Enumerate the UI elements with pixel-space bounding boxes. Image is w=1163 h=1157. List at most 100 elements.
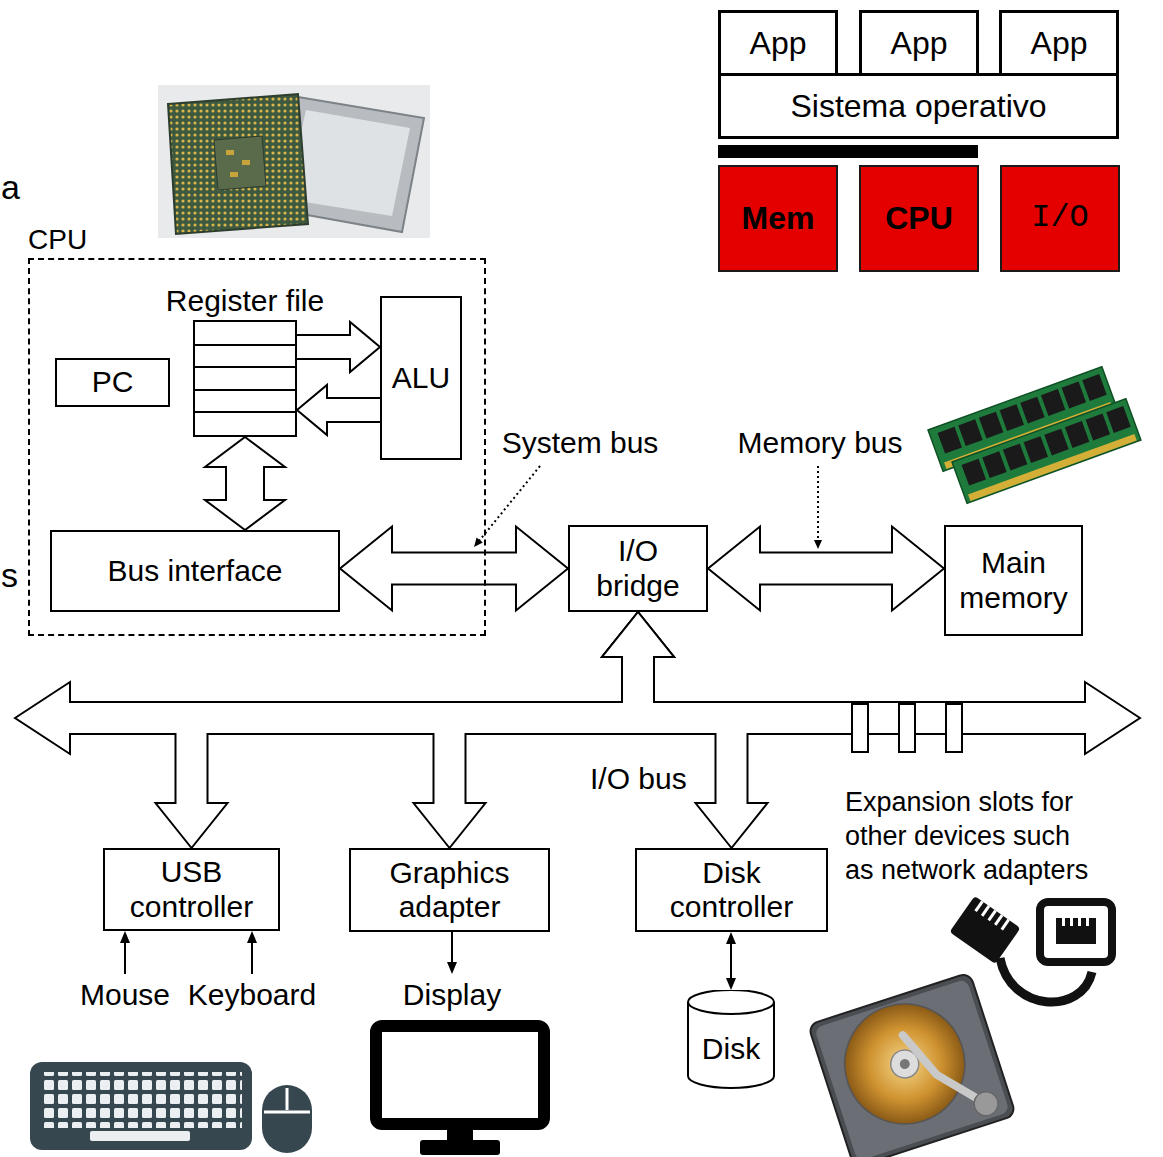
expansion-slot	[852, 704, 868, 752]
expansion-slot	[899, 704, 915, 752]
ram-stick	[952, 399, 1141, 504]
leader-line	[817, 466, 819, 540]
node-label: Mem	[742, 200, 815, 237]
leader-head	[474, 538, 483, 548]
bus-arrow	[297, 385, 380, 435]
cpu-boundary: CPURegister filePCALUBus interface	[28, 258, 486, 636]
cropped-text: s	[1, 556, 18, 595]
ram-chip	[1041, 389, 1065, 416]
ram-chip	[1106, 406, 1130, 433]
signal-arrow	[247, 931, 257, 974]
ram-chip	[1003, 444, 1027, 471]
arrow-head	[602, 612, 674, 657]
arrow-head	[205, 437, 285, 467]
register-row	[195, 344, 295, 346]
ram-chip	[938, 427, 962, 454]
arrow-line	[124, 942, 126, 974]
arrow-fill	[324, 399, 380, 421]
layer-box: Sistema operativo	[718, 73, 1119, 139]
layer-box: App	[718, 10, 838, 76]
ram-photo	[928, 367, 1141, 504]
layer-box: App	[999, 10, 1119, 76]
arm-pivot	[971, 1089, 1001, 1119]
arrow-fill	[757, 554, 895, 584]
node-label: Display	[403, 978, 501, 1013]
cylinder-body	[688, 990, 774, 1088]
monitor-screen	[376, 1026, 544, 1124]
arrow-head	[414, 803, 486, 848]
bus-label: Memory bus	[737, 426, 902, 461]
register-row	[195, 411, 295, 413]
arrow-line	[251, 942, 253, 974]
photo-ground	[158, 85, 430, 238]
component-box: Main memory	[944, 525, 1083, 636]
arrow-head	[247, 931, 257, 943]
ram-chip	[1065, 421, 1089, 448]
device-label: Mouse	[78, 978, 172, 1013]
arrow-head	[120, 931, 130, 943]
device-label: Display	[401, 978, 503, 1013]
ram-board	[952, 399, 1141, 504]
node-label: Mouse	[80, 978, 170, 1013]
arrow-head	[602, 612, 674, 657]
signal-arrow	[726, 932, 736, 990]
component-box: ALU	[380, 296, 462, 460]
arrow-head	[447, 962, 457, 974]
arrow-fill	[389, 554, 519, 584]
node-label: Main memory	[952, 546, 1075, 615]
arrow-line	[451, 932, 453, 963]
signal-arrow	[447, 932, 457, 974]
plug-body	[949, 896, 1020, 964]
chip-core	[214, 136, 266, 190]
ram-chip	[979, 412, 1003, 439]
plug-pin	[987, 910, 996, 922]
ram-chip	[1020, 397, 1044, 424]
ram-chip	[1044, 429, 1068, 456]
bus-label: System bus	[502, 426, 659, 461]
plug-pin	[974, 901, 983, 913]
node-label: PC	[92, 365, 134, 400]
plug-pin	[1001, 919, 1010, 931]
illustrations	[30, 85, 1141, 1157]
node-label: Bus interface	[107, 554, 282, 589]
arrow-fill	[297, 336, 353, 358]
arrow-head	[726, 978, 736, 990]
leader-head	[814, 540, 822, 549]
arrow-fill	[227, 464, 263, 503]
node-label: USB controller	[111, 855, 272, 924]
cropped-text: a	[1, 168, 20, 207]
mouse-button-line	[264, 1111, 310, 1114]
hard-disk-photo	[808, 972, 1016, 1157]
socket-pin	[1070, 918, 1073, 926]
ram-chip	[1000, 404, 1024, 431]
cylinder-rim	[688, 1002, 774, 1014]
monitor-icon	[376, 1026, 544, 1155]
component-box: USB controller	[103, 848, 280, 931]
arrow-head	[297, 385, 327, 435]
hardware-box: Mem	[718, 165, 838, 272]
node-label: Disk	[702, 1032, 760, 1067]
keyboard-keys	[40, 1072, 242, 1128]
keyboard-mouse-icon	[30, 1062, 312, 1153]
node-label: Sistema operativo	[790, 88, 1046, 125]
arrow-head	[602, 612, 674, 657]
ram-chip	[962, 459, 986, 486]
ethernet-plug	[949, 896, 1020, 964]
disk-tray	[814, 979, 1009, 1157]
arrow-head	[340, 527, 392, 611]
mouse-body	[262, 1085, 312, 1153]
layer-box: App	[859, 10, 979, 76]
node-label: ALU	[392, 361, 450, 396]
leader-line	[479, 466, 540, 541]
io-bus-head	[1085, 682, 1140, 754]
expansion-slot	[946, 704, 962, 752]
mouse-button-line	[286, 1088, 289, 1110]
node-label: App	[891, 25, 948, 62]
device-label: Keyboard	[186, 978, 318, 1013]
disk-hub	[898, 1058, 911, 1071]
component-box: Disk controller	[635, 848, 828, 932]
bus-label: I/O bus	[590, 762, 687, 797]
io-bus-overlay	[66, 704, 1089, 752]
ethernet-socket	[1040, 902, 1112, 962]
